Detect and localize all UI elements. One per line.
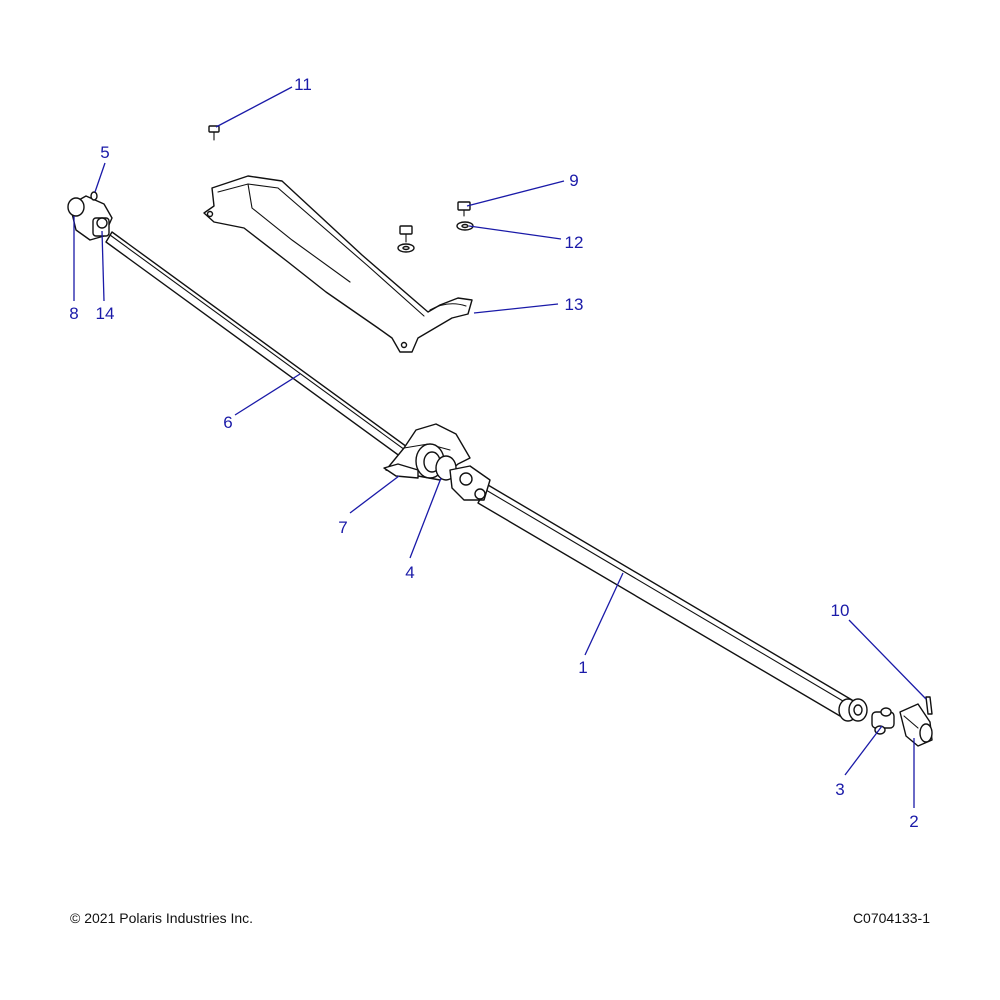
callout-11: 11 xyxy=(294,75,312,94)
rear-u-joint-cross xyxy=(871,707,895,735)
grease-fitting xyxy=(90,191,98,201)
copyright-notice: © 2021 Polaris Industries Inc. xyxy=(70,910,254,926)
front-u-joint xyxy=(92,217,110,237)
washer-12 xyxy=(456,221,474,231)
leader-lines xyxy=(73,86,927,808)
callout-3: 3 xyxy=(835,780,844,799)
leader-14 xyxy=(101,230,105,302)
bolt-washer-assembly xyxy=(397,225,415,253)
callout-8: 8 xyxy=(69,304,78,323)
center-u-joint xyxy=(449,465,491,501)
leader-11 xyxy=(215,86,293,128)
callout-labels: 1 2 3 4 5 6 7 8 9 10 11 12 13 14 xyxy=(69,75,918,831)
leader-6 xyxy=(234,373,301,416)
leader-13 xyxy=(473,303,559,314)
leader-10 xyxy=(848,619,927,700)
bolt-9 xyxy=(457,201,471,217)
leader-9 xyxy=(466,180,565,207)
callout-6: 6 xyxy=(223,413,232,432)
rear-yoke xyxy=(899,703,933,747)
figure-id: C0704133-1 xyxy=(852,910,930,926)
callout-9: 9 xyxy=(569,171,578,190)
callout-5: 5 xyxy=(100,143,109,162)
callout-1: 1 xyxy=(578,658,587,677)
rear-tube-end-yoke xyxy=(838,698,868,722)
callout-7: 7 xyxy=(338,518,347,537)
leader-12 xyxy=(468,225,562,240)
callout-2: 2 xyxy=(909,812,918,831)
leader-1 xyxy=(584,572,624,656)
rear-propshaft-tube xyxy=(477,484,853,717)
callout-4: 4 xyxy=(405,563,414,582)
bolt-11 xyxy=(208,125,220,141)
callout-13: 13 xyxy=(565,295,584,314)
heat-shield xyxy=(203,175,473,353)
leader-4 xyxy=(409,477,442,559)
callout-14: 14 xyxy=(96,304,115,323)
leader-7 xyxy=(349,475,400,514)
leader-3 xyxy=(844,725,883,776)
roll-pin xyxy=(925,696,933,715)
callout-10: 10 xyxy=(831,601,850,620)
leader-5 xyxy=(94,162,106,193)
callout-12: 12 xyxy=(565,233,584,252)
